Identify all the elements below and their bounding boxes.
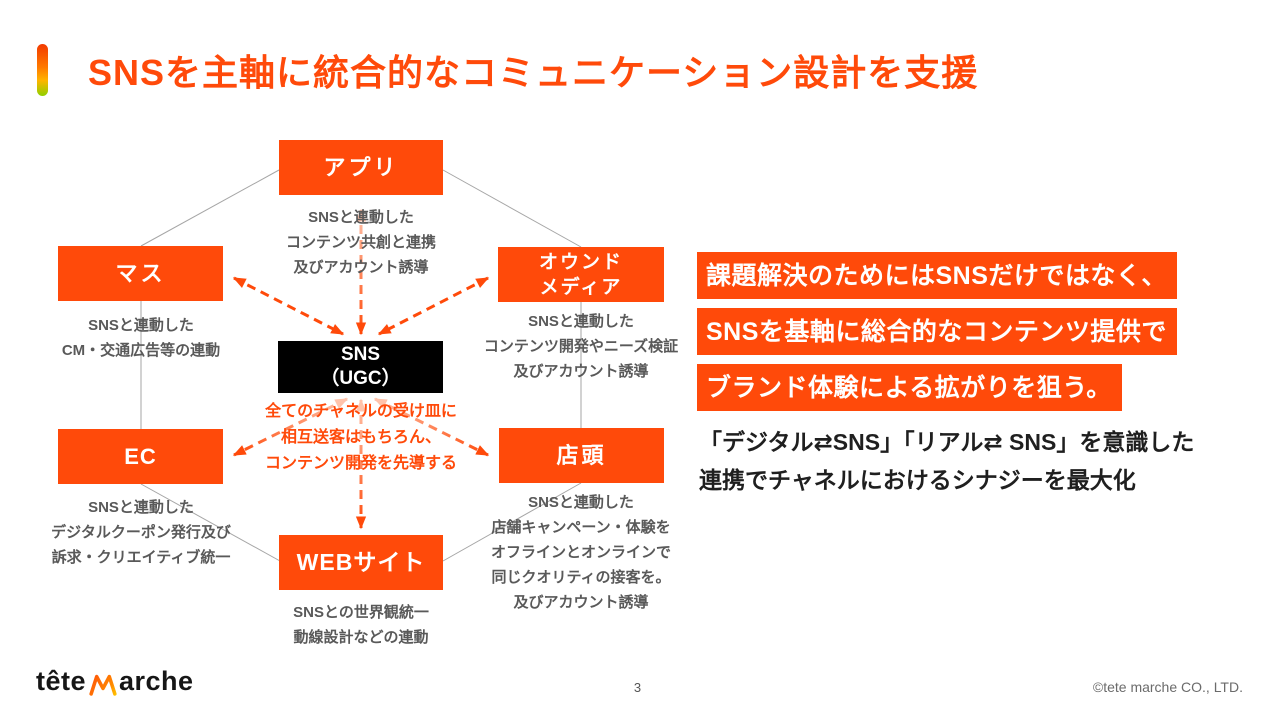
logo-text-left: tête xyxy=(36,666,87,696)
node-ec: EC xyxy=(58,429,223,484)
page-number: 3 xyxy=(633,680,642,695)
caption-app: SNSと連動した コンテンツ共創と連携 及びアカウント誘導 xyxy=(285,209,436,276)
tetemarche-logo: tête arche xyxy=(36,666,194,697)
node-ec-label: EC xyxy=(124,443,157,469)
caption-mass: SNSと連動した CM・交通広告等の連動 xyxy=(61,317,221,359)
node-sns-label-1: SNS xyxy=(340,344,381,365)
caption-website: SNSとの世界観統一 動線設計などの連動 xyxy=(293,604,429,646)
node-owned-label-2: メディア xyxy=(539,276,623,298)
node-owned-media: オウンド メディア xyxy=(498,247,664,302)
key-message: 課題解決のためにはSNSだけではなく、 SNSを基軸に総合的なコンテンツ提供で … xyxy=(697,252,1177,420)
node-app: アプリ xyxy=(279,140,443,195)
node-store: 店頭 xyxy=(499,428,664,483)
logo-text-right: arche xyxy=(119,666,194,696)
sub-message-line-1: 「デジタル⇄SNS」「リアル⇄ SNS」を意識した xyxy=(699,429,1195,455)
caption-ec: SNSと連動した デジタルクーポン発行及び 訴求・クリエイティブ統一 xyxy=(51,499,231,566)
caption-store: SNSと連動した 店舗キャンペーン・体験を オフラインとオンラインで 同じクオリ… xyxy=(490,494,671,611)
title-accent-bar xyxy=(37,44,48,96)
node-owned-label-1: オウンド xyxy=(538,251,623,273)
copyright: ©tete marche CO., LTD. xyxy=(1092,679,1243,695)
node-store-label: 店頭 xyxy=(556,442,607,468)
node-mass-label: マス xyxy=(115,260,166,286)
node-app-label: アプリ xyxy=(323,154,399,180)
key-message-line-1: 課題解決のためにはSNSだけではなく、 xyxy=(697,252,1177,299)
caption-sns-center: 全てのチャネルの受け皿に 相互送客はもちろん、 コンテンツ開発を先導する xyxy=(264,403,457,472)
key-message-line-2: SNSを基軸に総合的なコンテンツ提供で xyxy=(697,308,1177,355)
node-website-label: WEBサイト xyxy=(296,549,426,576)
key-message-line-3: ブランド体験による拡がりを狙う。 xyxy=(697,364,1122,411)
crown-m-icon xyxy=(89,674,117,696)
sub-message: 「デジタル⇄SNS」「リアル⇄ SNS」を意識した 連携でチャネルにおけるシナジ… xyxy=(699,423,1194,499)
node-website: WEBサイト xyxy=(279,535,443,590)
page-title: SNSを主軸に統合的なコミュニケーション設計を支援 xyxy=(88,52,979,93)
node-sns-label-2: （UGC） xyxy=(320,368,401,389)
sub-message-line-2: 連携でチャネルにおけるシナジーを最大化 xyxy=(699,467,1136,493)
caption-owned-media: SNSと連動した コンテンツ開発やニーズ検証 及びアカウント誘導 xyxy=(483,313,679,380)
node-sns-center: SNS （UGC） xyxy=(278,341,443,393)
node-mass: マス xyxy=(58,246,223,301)
